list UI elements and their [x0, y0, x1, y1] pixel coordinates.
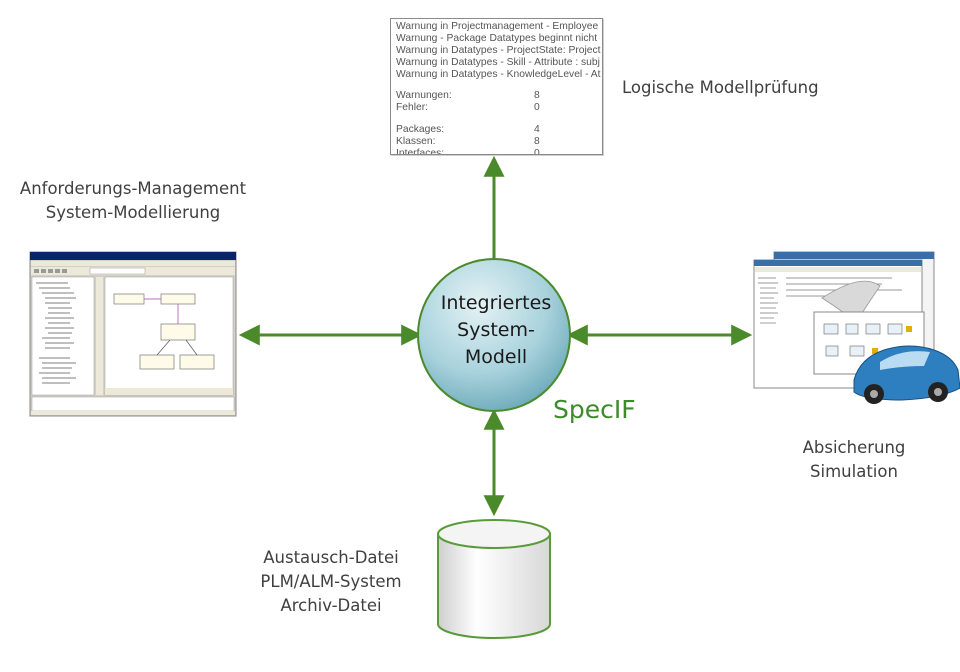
report-stat-label: Interfaces:	[396, 148, 445, 155]
label-logical-check: Logische Modellprüfung	[622, 78, 819, 97]
report-line: Warnung - Package Datatypes beginnt nich…	[396, 33, 598, 44]
database-cylinder-icon	[437, 519, 551, 639]
report-line: Warnung in Projectmanagement - Employee	[396, 21, 599, 32]
center-line-2: System-	[457, 319, 535, 341]
report-line: Warnung in Datatypes - Skill - Attribute…	[396, 57, 600, 68]
report-stat-value: 0	[534, 148, 540, 155]
label-validation: Absicherung Simulation	[774, 436, 934, 484]
center-model-label: Integriertes System- Modell	[416, 290, 576, 371]
label-requirements-line-1: Anforderungs-Management	[19, 179, 247, 198]
specif-brand: SpecIF	[553, 395, 636, 424]
report-stat-label: Fehler:	[396, 102, 429, 113]
report-stat-label: Warnungen:	[396, 90, 452, 101]
report-stat-value: 8	[534, 136, 540, 147]
report-line: Warnung in Datatypes - KnowledgeLevel - …	[396, 69, 601, 80]
label-exchange-line-2: PLM/ALM-System	[260, 572, 402, 591]
label-validation-line-1: Absicherung	[802, 438, 906, 457]
report-line: Warnung in Datatypes - ProjectState: Pro…	[396, 45, 601, 56]
report-stat-value: 0	[534, 102, 540, 113]
label-exchange: Austausch-Datei PLM/ALM-System Archiv-Da…	[236, 546, 426, 618]
report-stat-value: 8	[534, 90, 540, 101]
simulation-car-screenshot	[753, 251, 960, 404]
center-line-3: Modell	[464, 346, 528, 368]
label-exchange-line-1: Austausch-Datei	[263, 548, 399, 567]
label-requirements-line-2: System-Modellierung	[45, 203, 221, 222]
modeling-tool-screenshot	[29, 251, 237, 417]
label-requirements: Anforderungs-Management System-Modellier…	[0, 177, 266, 225]
report-stat-label: Packages:	[396, 124, 445, 135]
label-validation-line-2: Simulation	[810, 462, 898, 481]
label-exchange-line-3: Archiv-Datei	[280, 596, 382, 615]
report-stat-value: 4	[534, 124, 540, 135]
center-line-1: Integriertes	[440, 292, 552, 314]
report-stat-label: Klassen:	[396, 136, 436, 147]
system-model-sphere	[417, 258, 571, 412]
